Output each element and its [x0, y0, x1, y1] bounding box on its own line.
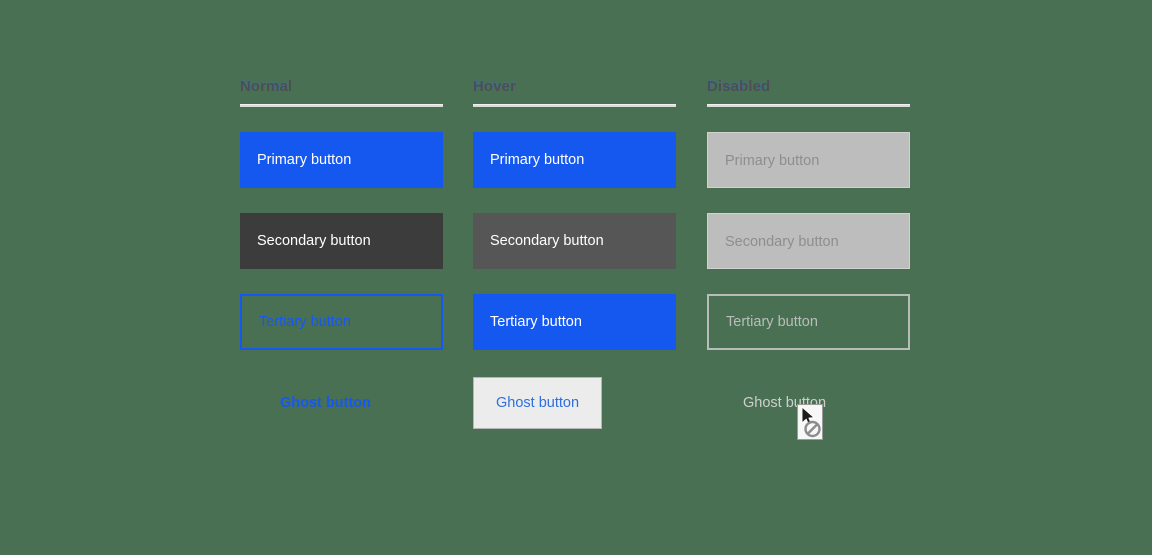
- state-column-disabled: Disabled Disabled Primary button Seconda…: [707, 78, 910, 430]
- state-column-normal: Normal Normal Primary button Secondary b…: [240, 78, 443, 430]
- primary-button-hover[interactable]: Primary button: [473, 132, 676, 188]
- secondary-button-disabled: Secondary button: [707, 213, 910, 269]
- column-heading-normal-ghost: Normal: [240, 77, 293, 95]
- tertiary-button-normal[interactable]: Tertiary button: [240, 294, 443, 350]
- column-divider-normal: [240, 104, 443, 107]
- column-heading-hover-text: Hover: [473, 78, 517, 95]
- column-heading-normal-text: Normal: [240, 78, 293, 95]
- column-heading-hover: Hover Hover: [473, 78, 676, 96]
- tertiary-button-hover[interactable]: Tertiary button: [473, 294, 676, 350]
- column-divider-disabled: [707, 104, 910, 107]
- ghost-row-normal: Ghost button: [240, 350, 443, 430]
- column-heading-hover-ghost: Hover: [473, 77, 517, 95]
- secondary-button-normal[interactable]: Secondary button: [240, 213, 443, 269]
- tertiary-button-disabled: Tertiary button: [707, 294, 910, 350]
- secondary-button-hover[interactable]: Secondary button: [473, 213, 676, 269]
- state-column-hover: Hover Hover Primary button Secondary but…: [473, 78, 676, 430]
- ghost-row-hover: Ghost button: [473, 350, 676, 430]
- ghost-button-hover[interactable]: Ghost button: [473, 377, 603, 429]
- ghost-button-disabled: Ghost button: [721, 377, 848, 429]
- column-heading-normal: Normal Normal: [240, 78, 443, 96]
- column-divider-hover: [473, 104, 676, 107]
- primary-button-normal[interactable]: Primary button: [240, 132, 443, 188]
- column-heading-disabled-text: Disabled: [707, 78, 771, 95]
- primary-button-disabled: Primary button: [707, 132, 910, 188]
- ghost-button-normal[interactable]: Ghost button: [258, 377, 393, 429]
- column-heading-disabled: Disabled Disabled: [707, 78, 910, 96]
- column-heading-disabled-ghost: Disabled: [707, 77, 771, 95]
- ghost-row-disabled: Ghost button: [707, 350, 910, 430]
